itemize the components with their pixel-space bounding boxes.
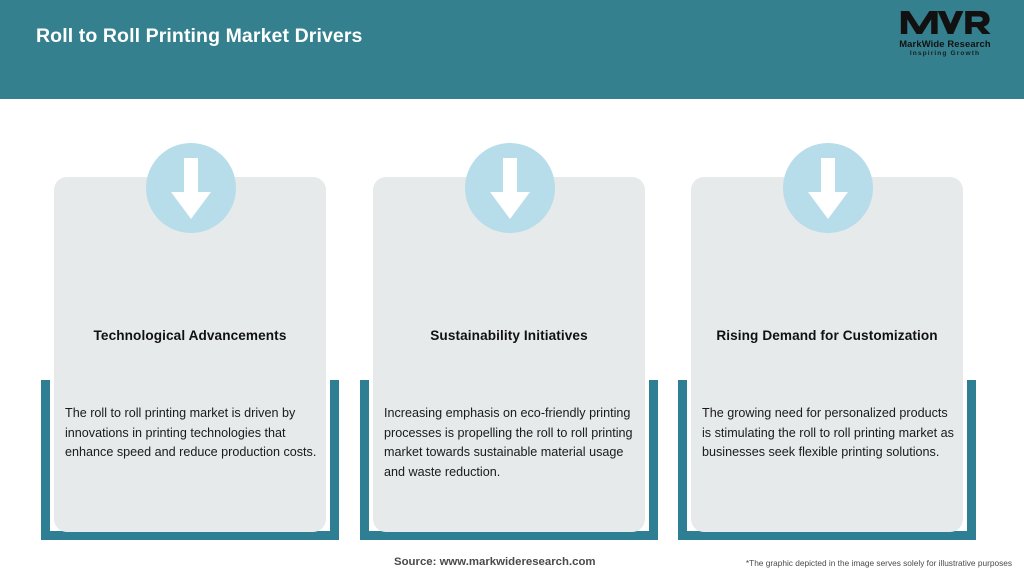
header-bar: Roll to Roll Printing Market Drivers Mar… [0,0,1024,99]
down-arrow-badge [465,143,555,233]
card-panel: Sustainability Initiatives Increasing em… [373,177,645,532]
card-title: Rising Demand for Customization [716,328,938,343]
disclaimer-label: *The graphic depicted in the image serve… [745,558,1012,568]
frame-bottom-bar [678,531,976,540]
driver-card-2: Sustainability Initiatives Increasing em… [355,99,662,540]
card-panel: Technological Advancements The roll to r… [54,177,326,532]
card-body-text: The growing need for personalized produc… [702,406,954,460]
frame-bottom-bar [41,531,339,540]
card-panel: Rising Demand for Customization The grow… [691,177,963,532]
card-frame [41,380,339,540]
logo-company-name: MarkWide Research [899,38,991,49]
card-body-text: The roll to roll printing market is driv… [65,406,317,460]
drivers-card-group: Technological Advancements The roll to r… [0,99,1024,540]
source-label: Source: www.markwideresearch.com [394,556,596,568]
brand-logo: MarkWide Research Inspiring Growth [882,8,1008,64]
logo-tagline: Inspiring Growth [909,50,981,57]
frame-right-bar [330,380,339,540]
down-arrow-badge [146,143,236,233]
page-title: Roll to Roll Printing Market Drivers [36,25,363,47]
card-body-text: Increasing emphasis on eco-friendly prin… [384,406,633,480]
frame-left-bar [678,380,687,540]
frame-bottom-bar [360,531,658,540]
down-arrow-icon [171,158,211,219]
down-arrow-icon [490,158,530,219]
frame-left-bar [360,380,369,540]
driver-card-3: Rising Demand for Customization The grow… [673,99,980,540]
down-arrow-icon [808,158,848,219]
card-frame [360,380,658,540]
card-title: Sustainability Initiatives [430,328,588,343]
card-frame [678,380,976,540]
mwr-logo-icon [900,11,991,34]
frame-right-bar [967,380,976,540]
driver-card-1: Technological Advancements The roll to r… [36,99,343,540]
frame-right-bar [649,380,658,540]
frame-left-bar [41,380,50,540]
card-title: Technological Advancements [93,328,287,343]
down-arrow-badge [783,143,873,233]
